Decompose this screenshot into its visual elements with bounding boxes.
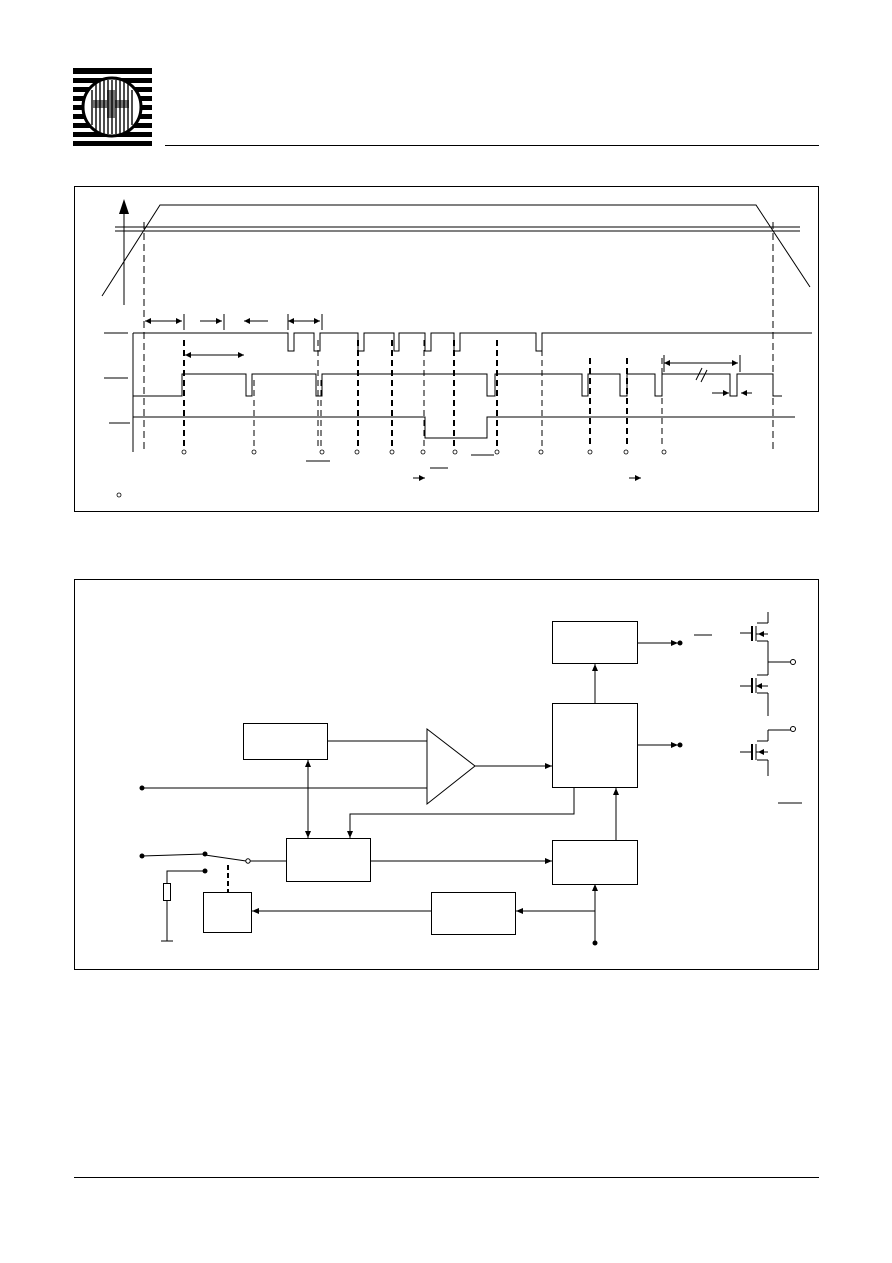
block-logic xyxy=(552,703,638,788)
output-transistor-open-drain xyxy=(740,726,796,776)
block-reference xyxy=(243,723,328,760)
block-diagram xyxy=(139,612,802,946)
block-oscillator xyxy=(431,892,516,935)
block-top-right xyxy=(552,621,638,664)
company-logo xyxy=(73,68,152,146)
timing-diagram-frame xyxy=(74,186,819,512)
comparator xyxy=(426,727,476,806)
block-diagram-frame xyxy=(74,579,819,970)
block-switch-driver xyxy=(203,892,252,933)
block-counter xyxy=(552,840,638,885)
output-transistor-pushpull xyxy=(740,612,796,716)
timing-diagram xyxy=(101,199,812,498)
block-control xyxy=(286,838,371,882)
